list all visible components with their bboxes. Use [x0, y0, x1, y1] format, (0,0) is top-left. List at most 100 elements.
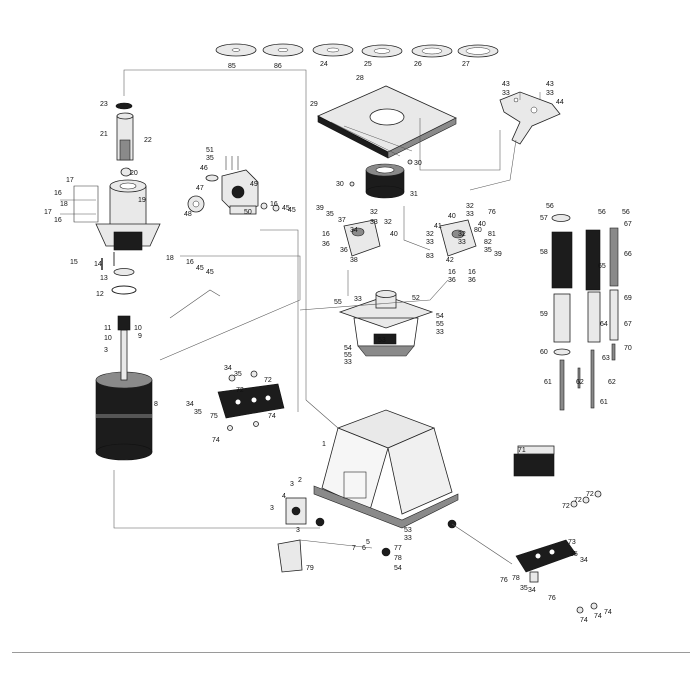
callout-58: 58	[540, 249, 548, 256]
callout-11: 11	[104, 325, 111, 332]
callout-28: 28	[356, 75, 364, 82]
callout-76: 76	[500, 577, 508, 584]
callout-51: 51	[206, 147, 214, 154]
callout-74: 74	[594, 613, 602, 620]
callout-36: 36	[322, 241, 330, 248]
spindle-housing-52	[338, 290, 434, 357]
callout-31: 31	[410, 191, 418, 198]
callout-37: 37	[338, 217, 346, 224]
callout-25: 25	[364, 61, 372, 68]
callout-32: 32	[466, 203, 474, 210]
callout-79: 79	[306, 565, 314, 572]
callout-32: 32	[370, 209, 378, 216]
motor-mount-plate-75	[217, 370, 285, 431]
callout-3: 3	[104, 347, 108, 354]
callout-9: 9	[138, 333, 142, 340]
callout-16: 16	[448, 269, 456, 276]
callout-43: 43	[546, 81, 554, 88]
callout-8: 8	[154, 401, 158, 408]
callout-16: 16	[54, 190, 62, 197]
callout-32: 32	[426, 231, 434, 238]
callout-78: 78	[394, 555, 402, 562]
callout-53: 53	[378, 337, 386, 344]
callout-40: 40	[448, 213, 456, 220]
callout-35: 35	[326, 211, 334, 218]
callout-60: 60	[540, 349, 548, 356]
callout-55: 55	[436, 321, 444, 328]
callout-42: 42	[446, 257, 454, 264]
callout-labels: 85 86 24 25 26 27 28 29 30 30 31 43 43 3…	[44, 61, 632, 624]
callout-43: 43	[502, 81, 510, 88]
callout-45: 45	[196, 265, 204, 272]
callout-16: 16	[468, 269, 476, 276]
callout-76: 76	[488, 209, 496, 216]
callout-64: 64	[600, 321, 608, 328]
callout-71: 71	[518, 447, 526, 454]
callout-32: 32	[458, 231, 466, 238]
callout-86: 86	[274, 63, 282, 70]
table-insert-rings	[215, 43, 499, 58]
callout-50: 50	[244, 209, 252, 216]
callout-2: 2	[298, 477, 302, 484]
callout-75: 75	[210, 413, 218, 420]
callout-44: 44	[556, 99, 564, 106]
callout-35: 35	[484, 247, 492, 254]
callout-14: 14	[94, 261, 102, 268]
callout-35: 35	[194, 409, 202, 416]
callout-63: 63	[602, 355, 610, 362]
callout-15: 15	[70, 259, 78, 266]
callout-54: 54	[344, 345, 352, 352]
callout-36: 36	[468, 277, 476, 284]
callout-56: 56	[622, 209, 630, 216]
callout-34: 34	[224, 365, 232, 372]
callout-24: 24	[320, 61, 328, 68]
callout-65: 65	[598, 263, 606, 270]
callout-33: 33	[502, 90, 510, 97]
callout-59: 59	[540, 311, 548, 318]
page-divider	[12, 652, 690, 653]
callout-55: 55	[344, 352, 352, 359]
callout-30: 30	[336, 181, 344, 188]
callout-5: 5	[366, 539, 370, 546]
callout-4: 4	[282, 493, 286, 500]
callout-17: 17	[66, 177, 74, 184]
callout-49: 49	[250, 181, 258, 188]
callout-72: 72	[586, 491, 594, 498]
callout-22: 22	[144, 137, 152, 144]
callout-78: 78	[512, 575, 520, 582]
callout-12: 12	[96, 291, 104, 298]
callout-83: 83	[426, 253, 434, 260]
callout-18: 18	[166, 255, 174, 262]
callout-81: 81	[488, 231, 496, 238]
callout-16: 16	[54, 217, 62, 224]
callout-72: 72	[562, 503, 570, 510]
cabinet-base-1	[313, 409, 459, 557]
callout-45: 45	[288, 207, 296, 214]
callout-6: 6	[362, 545, 366, 552]
spindle-assembly	[60, 102, 161, 295]
callout-56: 56	[598, 209, 606, 216]
callout-13: 13	[100, 275, 108, 282]
callout-34: 34	[186, 401, 194, 408]
callout-16: 16	[186, 259, 194, 266]
callout-72: 72	[236, 387, 244, 394]
callout-70: 70	[624, 345, 632, 352]
callout-40: 40	[478, 221, 486, 228]
table-top	[317, 85, 457, 159]
callout-74: 74	[604, 609, 612, 616]
motor-8	[95, 315, 153, 461]
callout-33: 33	[546, 90, 554, 97]
callout-7: 7	[352, 545, 356, 552]
callout-39: 39	[494, 251, 502, 258]
callout-74: 74	[212, 437, 220, 444]
callout-29: 29	[310, 101, 318, 108]
callout-62: 62	[608, 379, 616, 386]
callout-35: 35	[520, 585, 528, 592]
callout-77: 77	[394, 545, 402, 552]
callout-23: 23	[100, 101, 108, 108]
callout-16: 16	[270, 201, 278, 208]
callout-27: 27	[462, 61, 470, 68]
callout-45: 45	[282, 205, 290, 212]
